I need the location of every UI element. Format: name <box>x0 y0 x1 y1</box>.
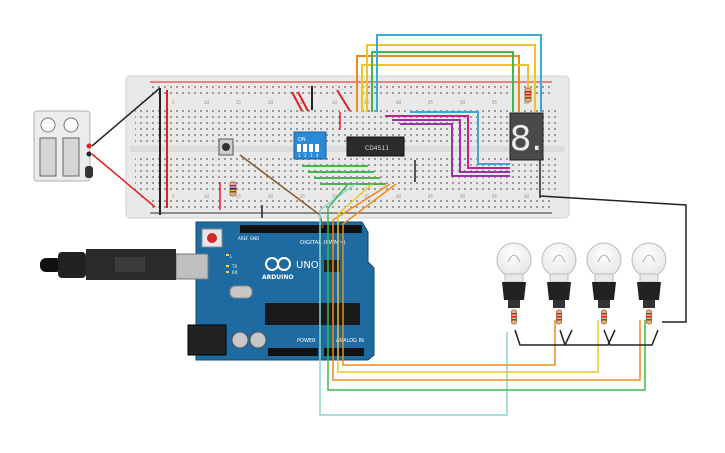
dip-pos-2: 2 <box>304 153 307 158</box>
push-button[interactable] <box>218 138 234 156</box>
aref-label: AREF <box>238 236 249 241</box>
row-number: 30 <box>332 194 338 199</box>
row-number: 25 <box>300 194 306 199</box>
wire-orange <box>332 183 641 381</box>
row-number: 5 <box>172 194 175 199</box>
rx-label: RX <box>232 270 238 275</box>
row-number: 15 <box>236 194 242 199</box>
row-number: 55 <box>492 100 498 105</box>
ic-label: CD4511 <box>365 145 389 152</box>
crystal <box>229 285 253 299</box>
row-number: 50 <box>460 100 466 105</box>
row-number: 60 <box>524 100 530 105</box>
knob-icon[interactable] <box>40 117 56 133</box>
row-number: 40 <box>396 100 402 105</box>
row-number: 55 <box>492 194 498 199</box>
row-number: 40 <box>396 194 402 199</box>
board-model: UNO <box>296 260 319 271</box>
wire-red[interactable] <box>91 153 156 208</box>
microcontroller-chip <box>265 303 360 325</box>
row-number: 10 <box>204 100 210 105</box>
dual-switch-module[interactable] <box>33 110 93 182</box>
row-number: 45 <box>428 100 434 105</box>
wire-cyan-light <box>319 183 508 416</box>
wire-purple <box>400 123 510 177</box>
arduino-wires[interactable] <box>239 154 646 416</box>
board-wires[interactable] <box>219 34 542 218</box>
dip-pos-4: 4 <box>316 153 319 158</box>
row-number: 35 <box>364 194 370 199</box>
wire-yellow <box>337 183 599 373</box>
arduino-uno-board[interactable]: DIGITAL (PWM~) AREF GND ARDUINO UNO L TX… <box>175 221 375 361</box>
capacitor <box>231 331 249 349</box>
row-number: 60 <box>524 194 530 199</box>
bulb-group[interactable] <box>496 242 667 325</box>
analog-header[interactable] <box>324 348 364 356</box>
wire-green <box>371 51 514 112</box>
row-number: 10 <box>204 194 210 199</box>
row-number: 20 <box>268 100 274 105</box>
resistor[interactable] <box>229 181 237 197</box>
wire-purple <box>392 119 510 173</box>
gnd-label: GND <box>250 236 259 241</box>
wire-green <box>327 183 646 391</box>
dip-pos-1: 1 <box>298 153 301 158</box>
analog-label: ANALOG IN <box>336 338 364 344</box>
knob-icon[interactable] <box>63 117 79 133</box>
top-power-rail <box>148 84 553 98</box>
usb-logo-icon <box>115 257 145 272</box>
dip-switch-label: ON <box>298 137 306 143</box>
power-jack[interactable] <box>187 324 227 356</box>
row-number: 5 <box>172 100 175 105</box>
ic-cd4511[interactable]: CD4511 <box>346 136 405 157</box>
light-bulb[interactable] <box>541 242 577 325</box>
dip-pos-3: 3 <box>310 153 313 158</box>
row-number: 30 <box>332 100 338 105</box>
bottom-power-rail <box>148 197 553 211</box>
row-number: 15 <box>236 100 242 105</box>
wire-cyan <box>410 111 510 165</box>
reset-button[interactable] <box>207 233 217 243</box>
wire-black[interactable] <box>91 87 161 147</box>
l-led-label: L <box>230 254 233 259</box>
capacitor <box>249 331 267 349</box>
light-bulb[interactable] <box>631 242 667 325</box>
row-number: 20 <box>268 194 274 199</box>
board-name: ARDUINO <box>262 274 293 281</box>
row-number: 50 <box>460 194 466 199</box>
wire-red[interactable] <box>291 91 303 112</box>
wire-red[interactable] <box>297 91 309 112</box>
segment-digit: 8. <box>510 119 542 159</box>
wire-orange <box>342 183 556 366</box>
resistor[interactable] <box>524 87 532 103</box>
toggle-switch[interactable] <box>39 137 57 177</box>
power-label: POWER <box>297 338 316 344</box>
digital-label: DIGITAL (PWM~) <box>300 240 346 246</box>
arduino-logo: ARDUINO UNO <box>262 257 319 281</box>
wire-black[interactable] <box>539 195 687 323</box>
light-bulb[interactable] <box>496 242 532 325</box>
digital-header[interactable] <box>240 225 362 233</box>
light-bulb[interactable] <box>586 242 622 325</box>
upper-terminal-strip <box>135 106 560 142</box>
seven-segment-display[interactable]: 8. <box>509 112 544 161</box>
lower-terminal-strip <box>135 156 560 192</box>
row-number: 45 <box>428 194 434 199</box>
wire-red[interactable] <box>336 89 351 112</box>
row-number: 1 <box>140 100 143 105</box>
wire-magenta <box>385 115 510 169</box>
wire-orange <box>356 55 520 112</box>
toggle-switch[interactable] <box>62 137 80 177</box>
dip-switch[interactable]: ON 1 2 3 4 <box>293 131 327 160</box>
tx-label: TX <box>231 264 237 269</box>
wire-cyan <box>376 34 542 112</box>
power-header[interactable] <box>268 348 318 356</box>
usb-cable[interactable] <box>40 249 176 280</box>
wire-yellow <box>361 64 529 112</box>
usb-port[interactable] <box>175 253 209 280</box>
wire-yellow <box>366 44 536 112</box>
